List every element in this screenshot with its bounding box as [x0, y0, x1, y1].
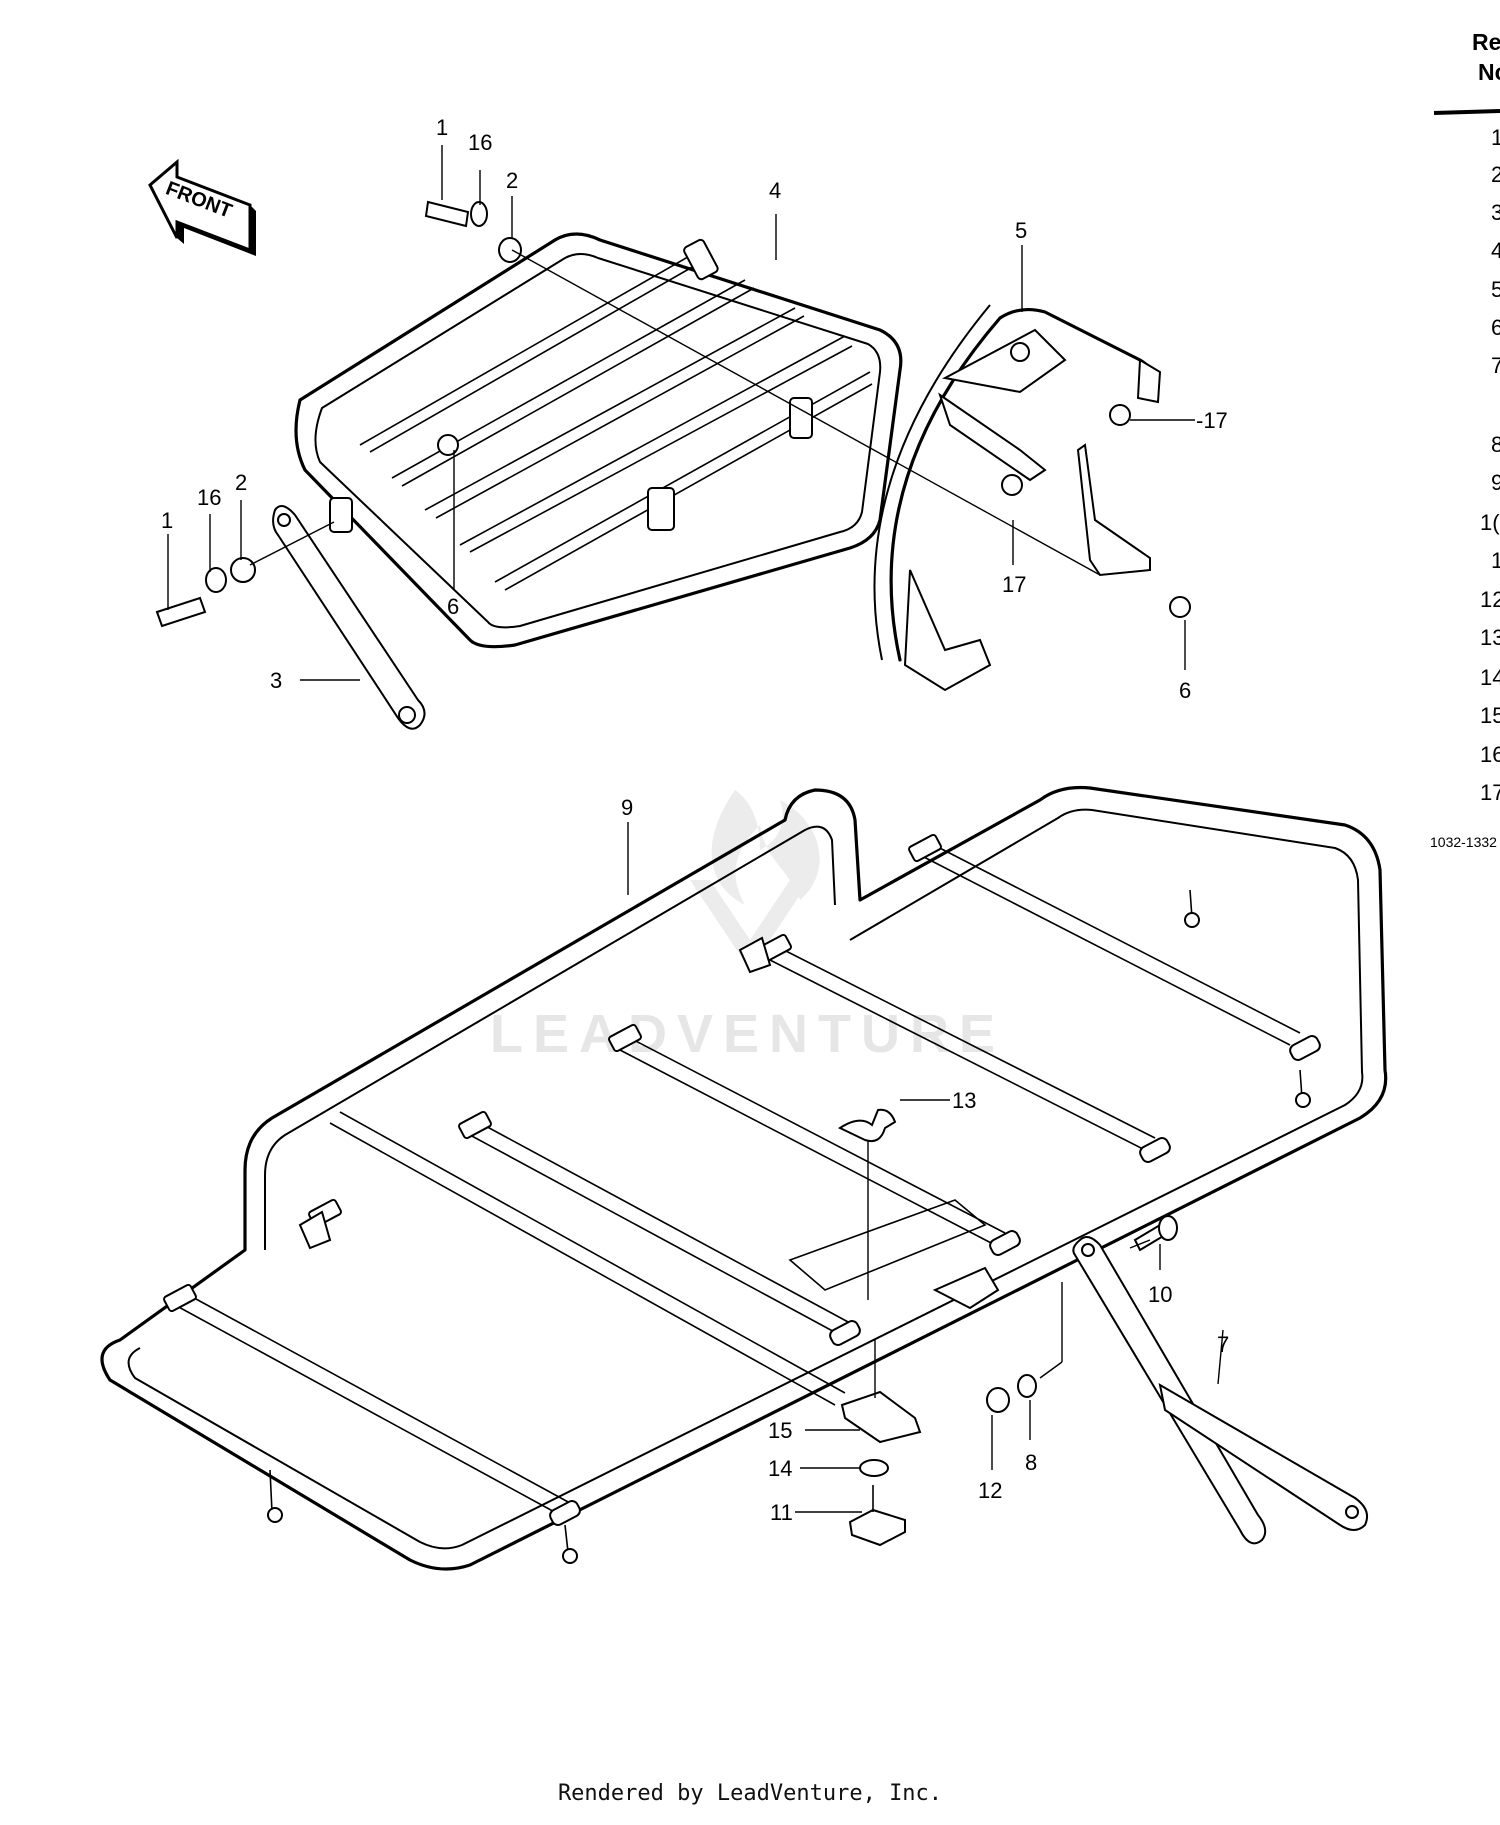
callout-2: 2	[235, 470, 247, 495]
callout-1: 1	[161, 508, 173, 533]
ref-code: 1032-1332	[1430, 834, 1497, 850]
ref-row-number: 9	[1491, 470, 1500, 495]
callout-10: 10	[1148, 1282, 1172, 1307]
washer-icon	[859, 1459, 889, 1477]
callout-15: 15	[768, 1418, 792, 1443]
lock-washer-icon	[470, 201, 488, 227]
front-carrier	[294, 232, 903, 649]
lock-washer-icon	[205, 567, 227, 593]
washer-icon	[498, 237, 522, 263]
callout-16: 16	[468, 130, 492, 155]
callout-7: 7	[1217, 1332, 1229, 1357]
ref-row-number: 2	[1491, 162, 1500, 187]
front-arrow-icon: FRONT	[148, 158, 256, 256]
mount-tab	[932, 1266, 1000, 1310]
callout-11: 11	[770, 1500, 793, 1525]
callout-3: 3	[270, 668, 282, 693]
bolt-icon	[424, 200, 470, 228]
callout-13: 13	[952, 1088, 976, 1113]
lower-fasteners	[837, 1108, 1178, 1547]
washer-icon	[1017, 1374, 1037, 1398]
ref-row-number: 3	[1491, 200, 1500, 225]
ref-row-number: 16	[1480, 742, 1500, 767]
carrier-mount-tab	[683, 238, 719, 281]
callout-8: 8	[1025, 1450, 1037, 1475]
ref-row-number: 14	[1480, 665, 1500, 690]
wing-nut-icon	[837, 1108, 897, 1143]
callout-2: 2	[506, 168, 518, 193]
ref-header-1: Re	[1472, 29, 1500, 55]
ref-row-number: 8	[1491, 432, 1500, 457]
callout-16: 16	[197, 485, 221, 510]
ref-header-2: Nc	[1478, 59, 1500, 85]
footer-credit: Rendered by LeadVenture, Inc.	[557, 1781, 943, 1806]
upper-fasteners	[155, 200, 522, 628]
callout-12: 12	[978, 1478, 1002, 1503]
callouts: 1 16 2 4 5 -17 1 16 2 6 17 3 6 9 13 10 7…	[161, 115, 1229, 1525]
nut-icon	[986, 1387, 1010, 1413]
ref-row-number: 4	[1491, 238, 1500, 263]
ref-row-number: 13	[1480, 625, 1500, 650]
callout-5: 5	[1015, 218, 1027, 243]
knob-icon	[848, 1508, 906, 1547]
ref-row-number: 5	[1491, 277, 1500, 302]
bolt-head-icon	[1158, 1215, 1178, 1241]
ref-row-number: 12	[1480, 587, 1500, 612]
left-stay	[272, 505, 426, 730]
carrier-bracket	[873, 304, 1191, 692]
callout-6: 6	[447, 594, 459, 619]
ref-row-number: 17	[1480, 780, 1500, 805]
washer-icon	[230, 557, 256, 583]
rear-stay	[1072, 1235, 1368, 1545]
ref-row-number: 1(	[1480, 510, 1500, 535]
carrier-mount-tab	[329, 497, 353, 533]
callout-14: 14	[768, 1456, 792, 1481]
carrier-mount-tab	[789, 397, 813, 439]
ref-row-number: 7	[1491, 353, 1500, 378]
ref-row-number: 1	[1491, 548, 1500, 573]
callout-9: 9	[621, 795, 633, 820]
carrier-mount-tab	[647, 487, 675, 531]
lower-leaders	[627, 822, 1224, 1513]
clip-bracket-icon	[840, 1390, 922, 1444]
upper-leaders	[167, 145, 1195, 681]
ref-row-number: 15	[1480, 703, 1500, 728]
callout-6: 6	[1179, 678, 1191, 703]
large-carrier	[100, 785, 1388, 1571]
callout-17: -17	[1196, 408, 1228, 433]
nut-icon	[437, 434, 459, 456]
callout-1: 1	[436, 115, 448, 140]
callout-4: 4	[769, 178, 781, 203]
callout-17: 17	[1002, 572, 1026, 597]
ref-row-number: 1	[1491, 125, 1500, 150]
bolt-icon	[155, 596, 207, 628]
watermark-text: LEADVENTURE	[490, 1004, 1005, 1064]
ref-row-number: 6	[1491, 315, 1500, 340]
